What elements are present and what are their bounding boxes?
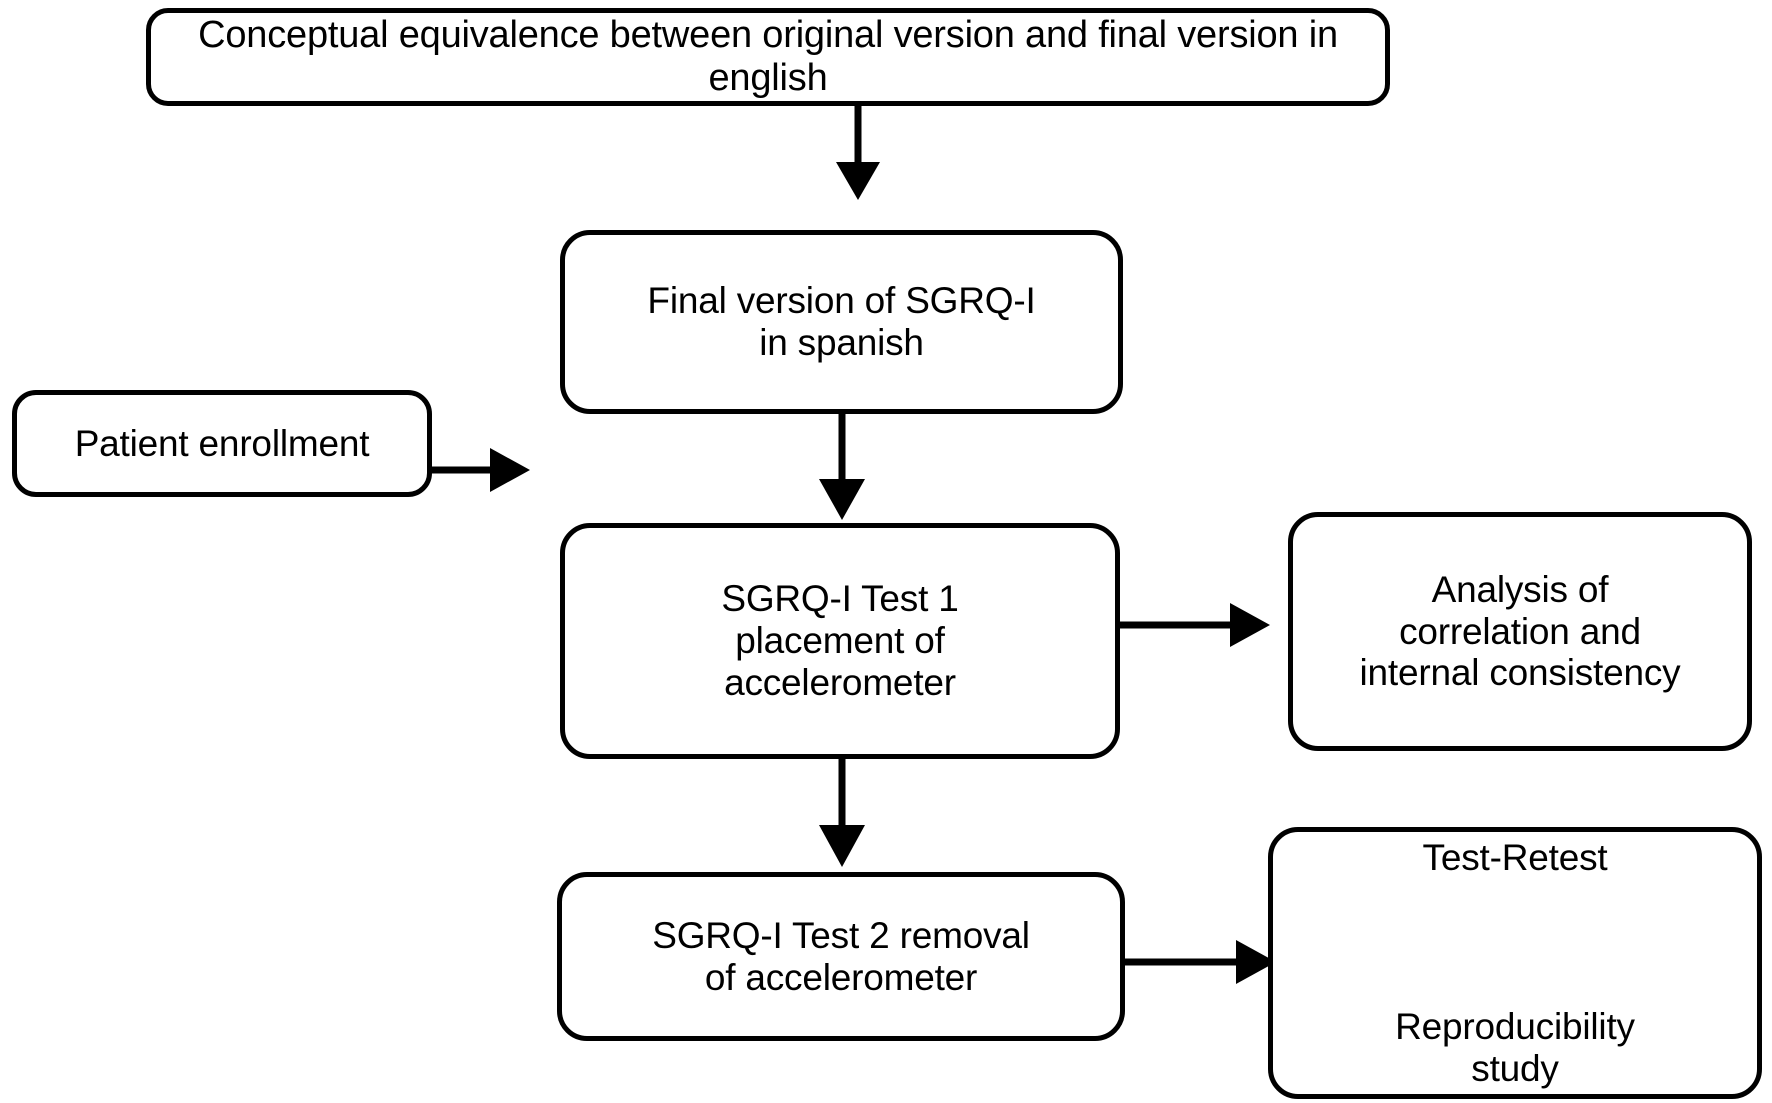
node-sgrq-test-2: SGRQ-I Test 2 removal of accelerometer: [557, 872, 1125, 1041]
node-final-version-spanish: Final version of SGRQ-I in spanish: [560, 230, 1123, 414]
arrow-test1-to-test2: [819, 755, 865, 867]
arrow-conceptual-to-final-version: [836, 102, 880, 200]
node-patient-enrollment-label: Patient enrollment: [74, 422, 370, 464]
arrow-patient-enrollment-to-test1: [430, 448, 530, 492]
node-test-retest: Test-Retest Reproducibility study: [1268, 827, 1762, 1099]
node-test-retest-label-spacer: [1395, 920, 1635, 964]
node-test-retest-label-line-1: Test-Retest: [1422, 836, 1608, 878]
node-sgrq-test-1: SGRQ-I Test 1 placement of accelerometer: [560, 523, 1120, 759]
arrow-final-version-to-test1: [819, 410, 865, 520]
node-conceptual-equivalence-label: Conceptual equivalence between original …: [198, 14, 1338, 99]
node-test-retest-label-group: Test-Retest Reproducibility study: [1395, 795, 1635, 1103]
node-conceptual-equivalence: Conceptual equivalence between original …: [146, 8, 1390, 106]
node-analysis-correlation: Analysis of correlation and internal con…: [1288, 512, 1752, 751]
node-patient-enrollment: Patient enrollment: [12, 390, 432, 497]
node-sgrq-test-1-label: SGRQ-I Test 1 placement of accelerometer: [721, 578, 959, 703]
node-final-version-spanish-label: Final version of SGRQ-I in spanish: [647, 280, 1036, 363]
node-analysis-correlation-label: Analysis of correlation and internal con…: [1359, 568, 1681, 694]
node-test-retest-label-line-2: Reproducibility study: [1395, 1005, 1635, 1089]
node-sgrq-test-2-label: SGRQ-I Test 2 removal of accelerometer: [652, 914, 1030, 998]
arrow-test1-to-analysis: [1118, 603, 1270, 647]
